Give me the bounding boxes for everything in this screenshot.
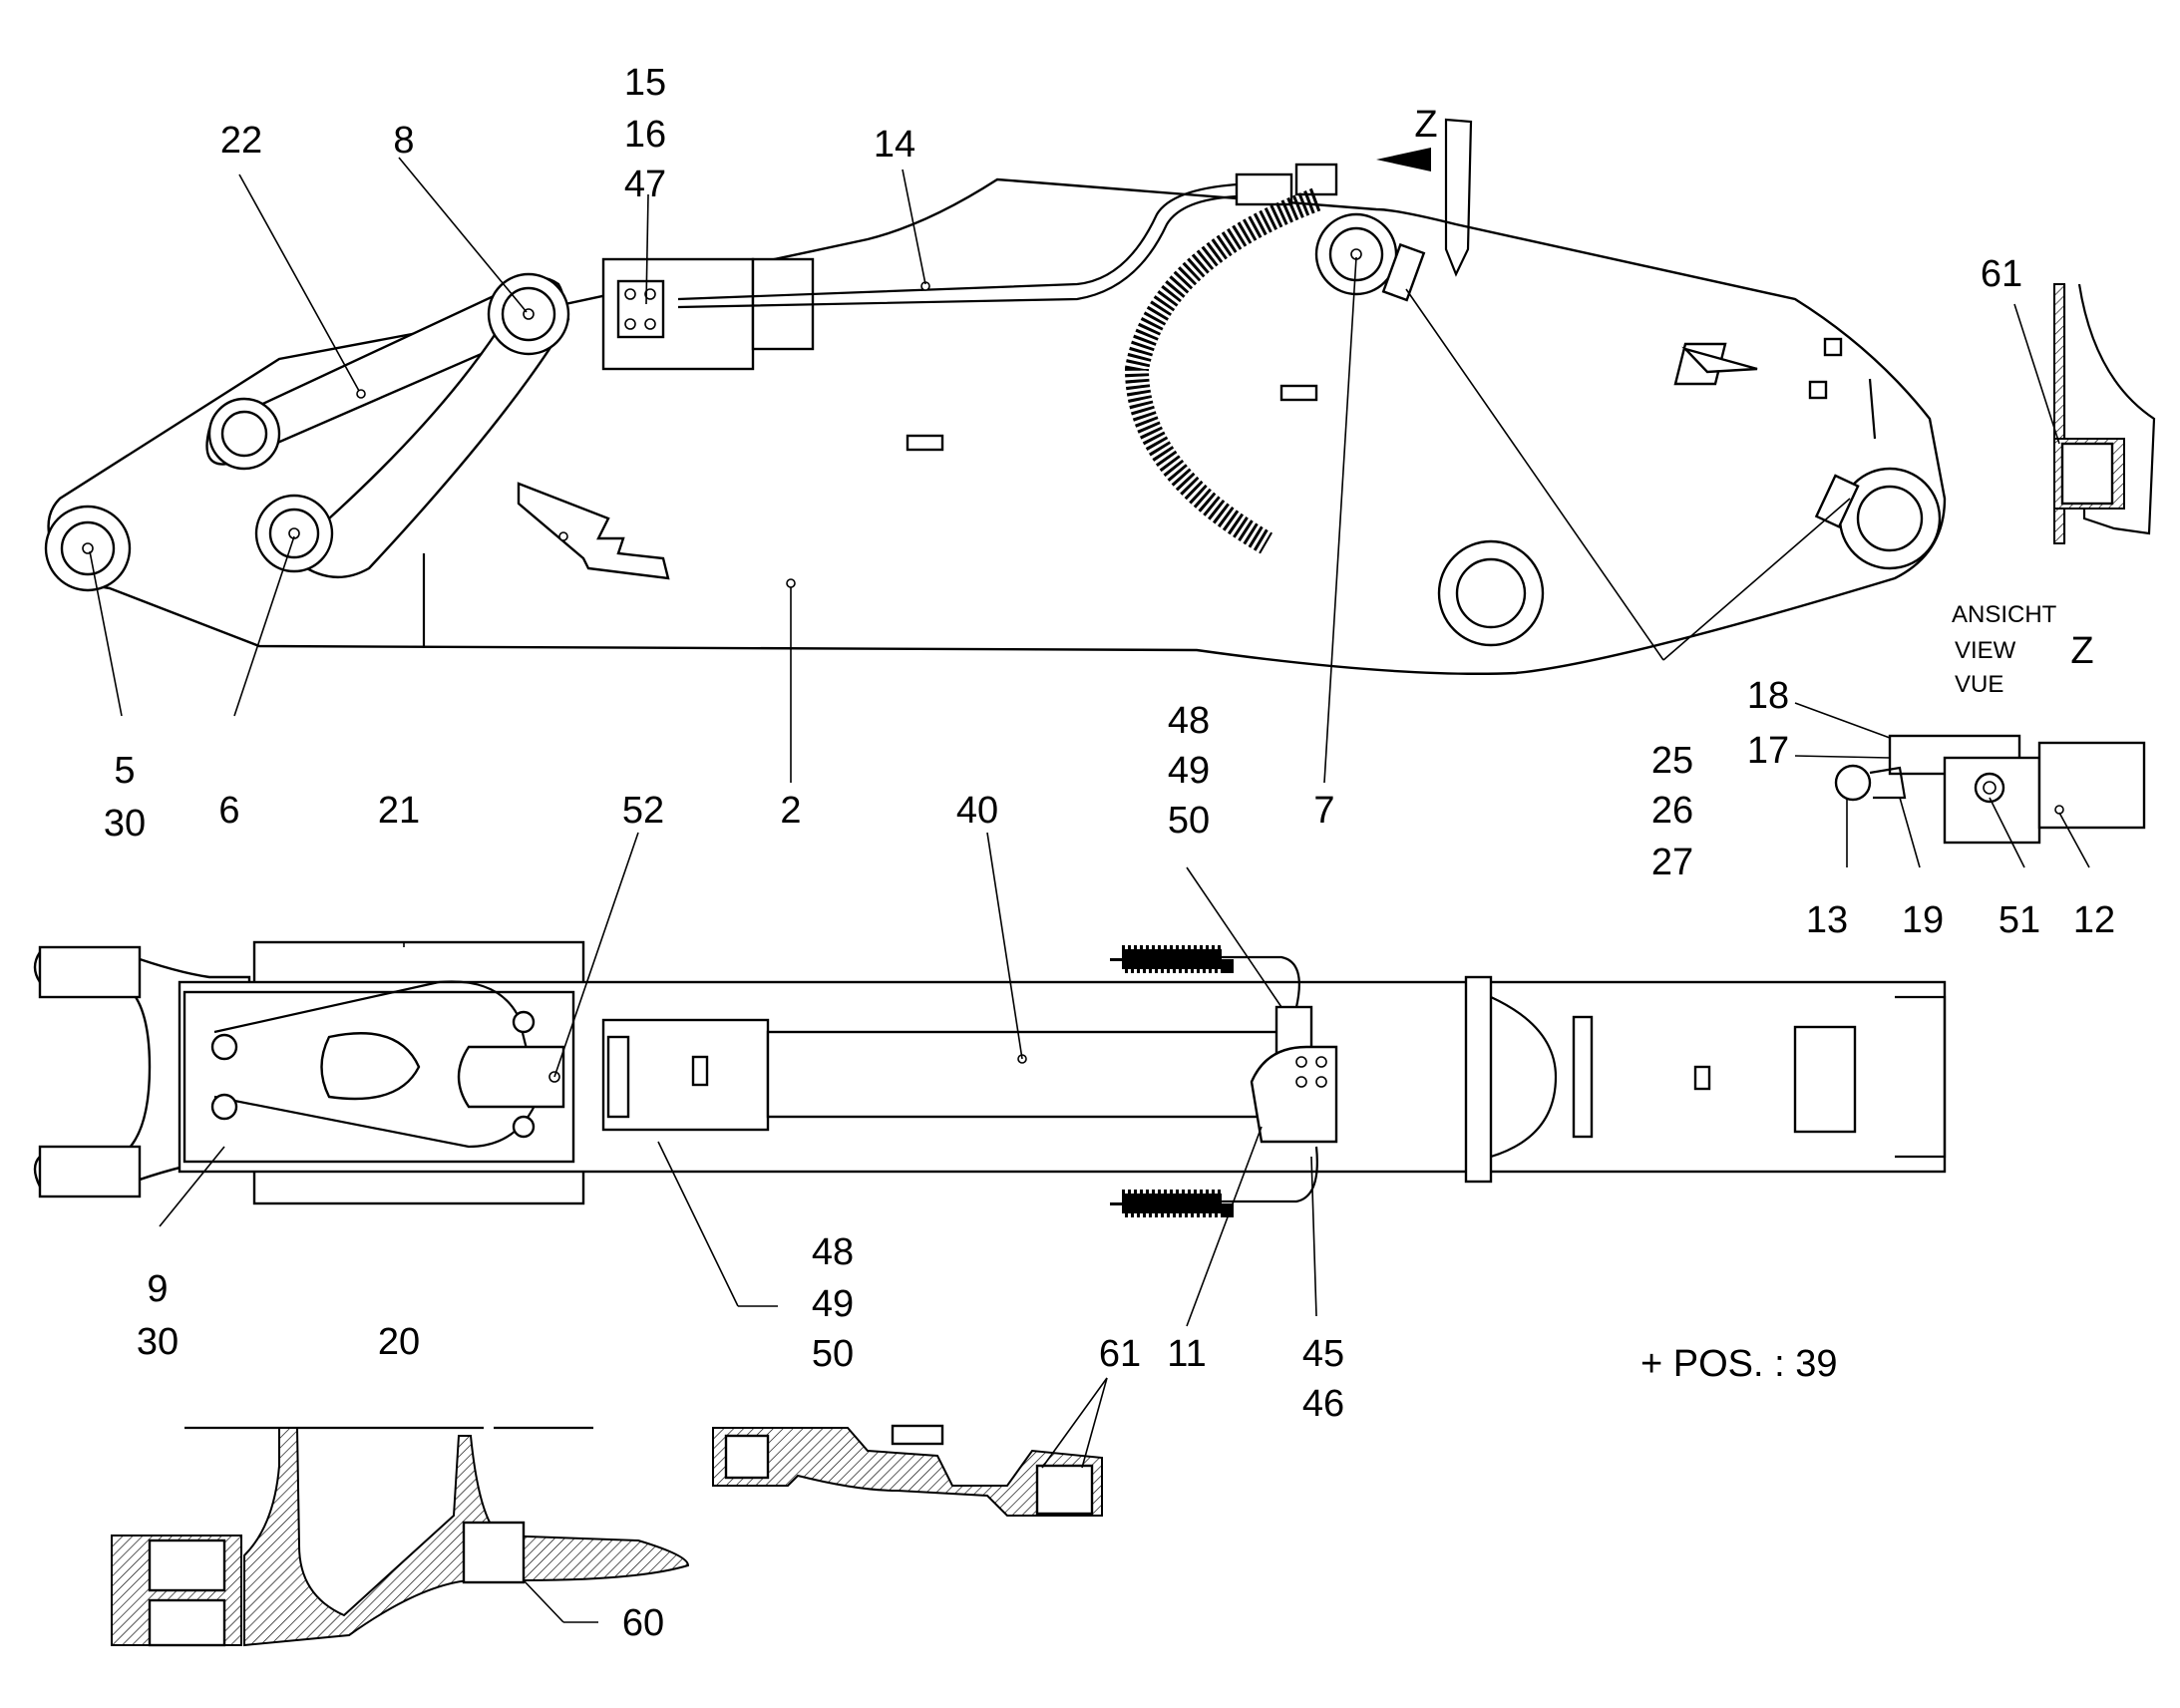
callout-49-a: 49 <box>1168 750 1210 792</box>
callout-52: 52 <box>622 790 664 832</box>
callout-9: 9 <box>147 1268 168 1310</box>
callout-61-right: 61 <box>1981 253 2022 295</box>
boom-top-view <box>33 832 1947 1327</box>
callout-47: 47 <box>624 164 666 205</box>
callout-8: 8 <box>393 120 414 162</box>
callout-5: 5 <box>114 750 135 792</box>
callout-25: 25 <box>1651 740 1693 782</box>
callout-49-b: 49 <box>812 1283 854 1325</box>
callout-46: 46 <box>1302 1383 1344 1425</box>
cylinder-eye-52 <box>457 1045 565 1109</box>
callout-7: 7 <box>1313 790 1334 832</box>
pipe-14-upper <box>677 182 1267 301</box>
cylinder-head-40 <box>601 1018 770 1132</box>
callout-12: 12 <box>2073 899 2115 941</box>
callout-17: 17 <box>1747 730 1789 772</box>
callout-13: 13 <box>1806 899 1848 941</box>
view-label-ansicht: ANSICHT <box>1952 601 2057 628</box>
callout-21: 21 <box>378 790 420 832</box>
view-label-vue: VUE <box>1955 671 2003 698</box>
callout-6: 6 <box>218 790 239 832</box>
callout-labels: 22 8 15 16 47 14 Z 61 5 30 6 2 7 25 26 2… <box>104 62 2115 1644</box>
view-label-z: Z <box>2070 630 2093 672</box>
callout-61-bottom: 61 <box>1099 1333 1141 1375</box>
callout-15: 15 <box>624 62 666 104</box>
callout-11: 11 <box>1167 1333 1206 1375</box>
boom-side-view <box>44 118 1947 784</box>
callout-51: 51 <box>1998 899 2040 941</box>
hose-top <box>1110 945 1234 973</box>
plate-21 <box>252 940 585 986</box>
section-61-right <box>2013 283 2156 544</box>
callout-22: 22 <box>220 120 262 162</box>
callout-48-b: 48 <box>812 1231 854 1273</box>
callout-27: 27 <box>1651 842 1693 883</box>
callout-60: 60 <box>622 1602 664 1644</box>
view-label-view: VIEW <box>1955 637 2016 664</box>
callout-40: 40 <box>956 790 998 832</box>
boom-body <box>47 177 1947 675</box>
callout-14: 14 <box>874 124 915 166</box>
hose-bottom <box>1110 1190 1234 1217</box>
callout-50-b: 50 <box>812 1333 854 1375</box>
section-60-detail <box>111 1426 690 1647</box>
callout-45: 45 <box>1302 1333 1344 1375</box>
callout-z-top: Z <box>1414 104 1437 146</box>
callout-16: 16 <box>624 114 666 156</box>
hydraulic-hose-curved <box>1124 187 1321 554</box>
view-z-detail <box>1794 702 2146 868</box>
callout-19: 19 <box>1902 899 1944 941</box>
callout-18: 18 <box>1747 675 1789 717</box>
callout-50-a: 50 <box>1168 800 1210 842</box>
callout-20: 20 <box>378 1321 420 1363</box>
callout-30-b: 30 <box>137 1321 179 1363</box>
leader-lines-side <box>89 157 1851 784</box>
callout-26: 26 <box>1651 790 1693 832</box>
callout-48-a: 48 <box>1168 700 1210 742</box>
section-61-bottom <box>712 1377 1108 1517</box>
pipe-14-lower <box>677 194 1267 309</box>
clamp-13 <box>1834 764 1872 802</box>
callout-2: 2 <box>780 790 801 832</box>
leader-lines-top <box>159 832 1317 1327</box>
cylinder-tube-40 <box>766 1030 1283 1119</box>
callout-30-a: 30 <box>104 803 146 845</box>
view-z-arrow <box>1376 148 1431 171</box>
footnote-pos: + POS. : 39 <box>1640 1343 1838 1385</box>
